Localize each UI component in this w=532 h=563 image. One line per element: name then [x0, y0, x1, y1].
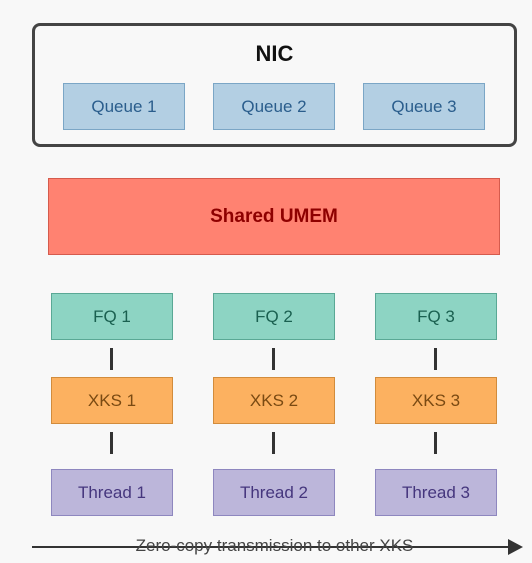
- queue-1-node: Queue 1: [63, 83, 185, 130]
- xks-thread-connector-3: [434, 432, 437, 454]
- zero-copy-arrow-line: [32, 546, 510, 548]
- thread-1-node: Thread 1: [51, 469, 173, 516]
- arrow-head-icon: [508, 539, 523, 555]
- fq-3-node: FQ 3: [375, 293, 497, 340]
- zero-copy-arrow-label: Zero-copy transmission to other XKS: [135, 536, 414, 555]
- xks-thread-connector-1: [110, 432, 113, 454]
- fq-1-node: FQ 1: [51, 293, 173, 340]
- fq-2-node: FQ 2: [213, 293, 335, 340]
- xks-2-node: XKS 2: [213, 377, 335, 424]
- xks-thread-connector-2: [272, 432, 275, 454]
- fq-xks-connector-3: [434, 348, 437, 370]
- queue-2-node: Queue 2: [213, 83, 335, 130]
- fq-xks-connector-2: [272, 348, 275, 370]
- thread-3-node: Thread 3: [375, 469, 497, 516]
- thread-2-node: Thread 2: [213, 469, 335, 516]
- fq-xks-connector-1: [110, 348, 113, 370]
- shared-umem-node: Shared UMEM: [48, 178, 500, 255]
- nic-title: NIC: [255, 41, 294, 66]
- xks-1-node: XKS 1: [51, 377, 173, 424]
- queue-3-node: Queue 3: [363, 83, 485, 130]
- xks-3-node: XKS 3: [375, 377, 497, 424]
